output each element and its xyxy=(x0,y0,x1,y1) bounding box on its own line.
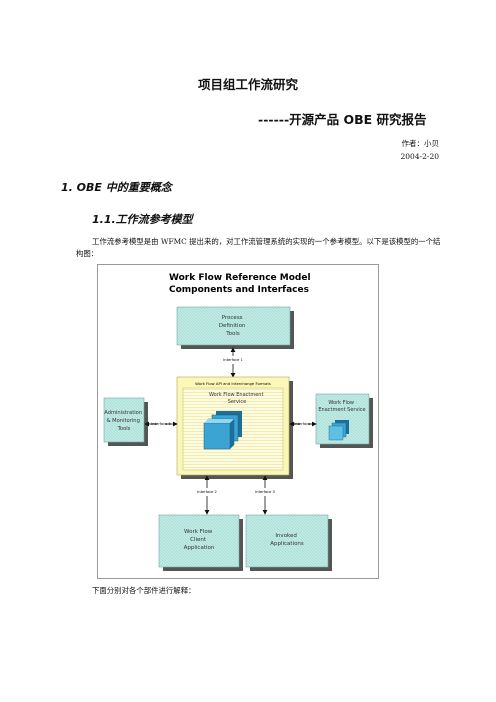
svg-text:Process Definition: Process Definition Tools xyxy=(219,315,247,337)
interface-1-label: Interface 1 xyxy=(223,358,243,362)
other-enactment-service-box: Work Flow Enactment Service xyxy=(315,393,373,448)
svg-text:Work Flow Client A: Work Flow Client Application xyxy=(184,529,215,551)
section-heading-1-1: 1.1.工作流参考模型 xyxy=(92,213,193,226)
intro-paragraph: 工作流参考模型是由 WFMC 提出来的，对工作流管理系统的实现的一个参考模型。以… xyxy=(76,237,441,258)
figure-caption-text: 下面分别对各个部件进行解释： xyxy=(92,586,196,595)
document-title: 项目组工作流研究 xyxy=(197,77,298,92)
svg-text:Administration & Monitor: Administration & Monitoring Tools xyxy=(104,410,144,432)
figure-title-line1: Work Flow Reference Model xyxy=(169,273,311,283)
process-definition-box: Process Definition Tools xyxy=(176,306,294,349)
interface-3-label: Interface 3 xyxy=(255,490,275,494)
figure-title-line2: Components and Interfaces xyxy=(169,285,309,295)
workflow-reference-model-figure: Work Flow Reference Model Components and… xyxy=(97,264,379,579)
api-interchange-box: Work Flow API and Interchange Formats Wo… xyxy=(176,376,293,479)
client-application-box: Work Flow Client Application xyxy=(158,514,243,571)
admin-monitoring-box: Administration & Monitoring Tools xyxy=(103,397,148,446)
interface-5-label: Interface 5 xyxy=(151,422,171,426)
interface-4-label: Interface 4 xyxy=(294,422,314,426)
document-subtitle: ------开源产品 OBE 研究报告 xyxy=(258,112,427,127)
interface-2-label: Interface 2 xyxy=(197,490,217,494)
svg-text:Work Flow Enactment Serv: Work Flow Enactment Service xyxy=(318,400,365,413)
date-line: 2004-2-20 xyxy=(400,152,439,161)
invoked-applications-box: Invoked Applications xyxy=(245,514,332,571)
enactment-engine-cubes xyxy=(203,411,242,450)
svg-text:Invoked Applications: Invoked Applications xyxy=(270,533,304,547)
author-line: 作者：小贝 xyxy=(401,139,440,148)
section-heading-1: 1. OBE 中的重要概念 xyxy=(61,181,172,194)
svg-text:Work Flow API and Interchange: Work Flow API and Interchange Formats xyxy=(195,381,271,386)
svg-text:Work Flow Enactment Serv: Work Flow Enactment Service xyxy=(209,392,265,405)
